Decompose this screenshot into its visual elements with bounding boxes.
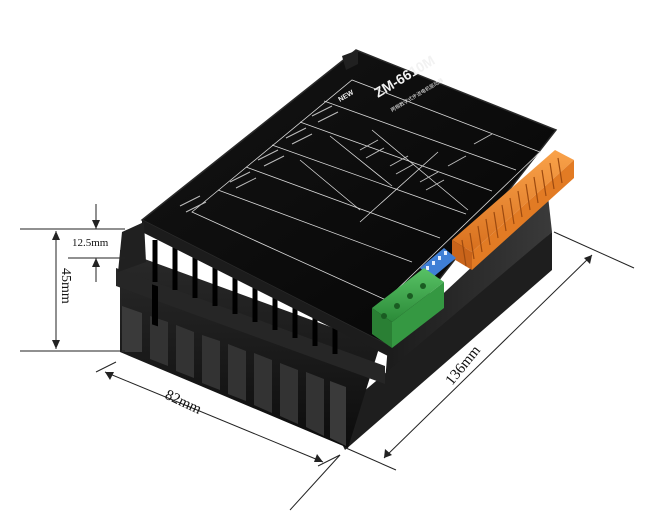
panel-print-grid	[191, 79, 541, 301]
driver-right-base	[330, 232, 552, 450]
orange-terminal-block	[452, 150, 574, 270]
mount-ear-left	[118, 222, 146, 272]
front-vent-slots	[152, 284, 158, 327]
dim-width-label: 82mm	[162, 387, 204, 418]
mount-ear-right	[342, 50, 358, 70]
dimension-lines	[20, 204, 635, 511]
heatsink-fins	[122, 306, 346, 446]
driver-right-side	[385, 196, 552, 382]
dim-height-label: 45mm	[58, 268, 73, 304]
dim-fin-label: 12.5mm	[72, 237, 109, 249]
dip-switch	[420, 248, 456, 278]
panel-small-print	[179, 105, 493, 213]
green-terminal-block	[372, 268, 444, 348]
heatsink-shelf	[116, 268, 385, 384]
